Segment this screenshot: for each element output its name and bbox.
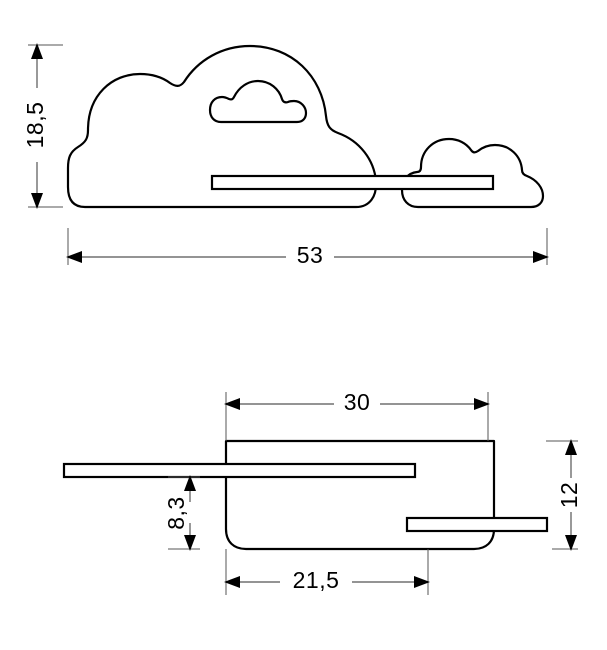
dim-label-12: 12: [556, 482, 582, 509]
arrow-left: [224, 398, 240, 410]
main-cloud-outline: [66, 44, 378, 209]
arrow-right: [533, 251, 549, 263]
dim-label-30: 30: [344, 389, 371, 415]
dimension-width-53: 53: [66, 228, 549, 268]
dimension-height-18-5: 18,5: [22, 43, 63, 209]
arrow-right: [474, 398, 490, 410]
arrow-right: [414, 576, 430, 588]
dimension-inner-8-3: 8,3: [163, 475, 200, 551]
front-shelf-bar: [210, 174, 495, 191]
arrow-up: [565, 439, 577, 455]
arrow-down: [31, 193, 43, 209]
side-view-group: 30 8,3 12: [62, 389, 582, 595]
side-lower-shelf-bar: [405, 516, 549, 533]
arrow-left: [66, 251, 82, 263]
arrow-up: [31, 43, 43, 59]
dim-label-8-3: 8,3: [163, 496, 189, 529]
dim-label-21-5: 21,5: [293, 567, 340, 593]
arrow-up: [184, 475, 196, 491]
arrow-left: [224, 576, 240, 588]
arrow-down: [565, 535, 577, 551]
dimension-top-30: 30: [224, 389, 490, 441]
arrow-down: [184, 535, 196, 551]
dimension-right-12: 12: [546, 439, 582, 551]
side-upper-shelf-bar: [62, 462, 417, 479]
side-body-outline: [224, 439, 496, 551]
dim-label-18-5: 18,5: [22, 102, 48, 149]
dim-label-53: 53: [297, 242, 324, 268]
dimension-bottom-21-5: 21,5: [224, 549, 430, 595]
front-view-group: 18,5 53: [22, 43, 549, 268]
right-cloud-outline: [400, 137, 545, 209]
inner-cloud-outline: [208, 79, 308, 124]
